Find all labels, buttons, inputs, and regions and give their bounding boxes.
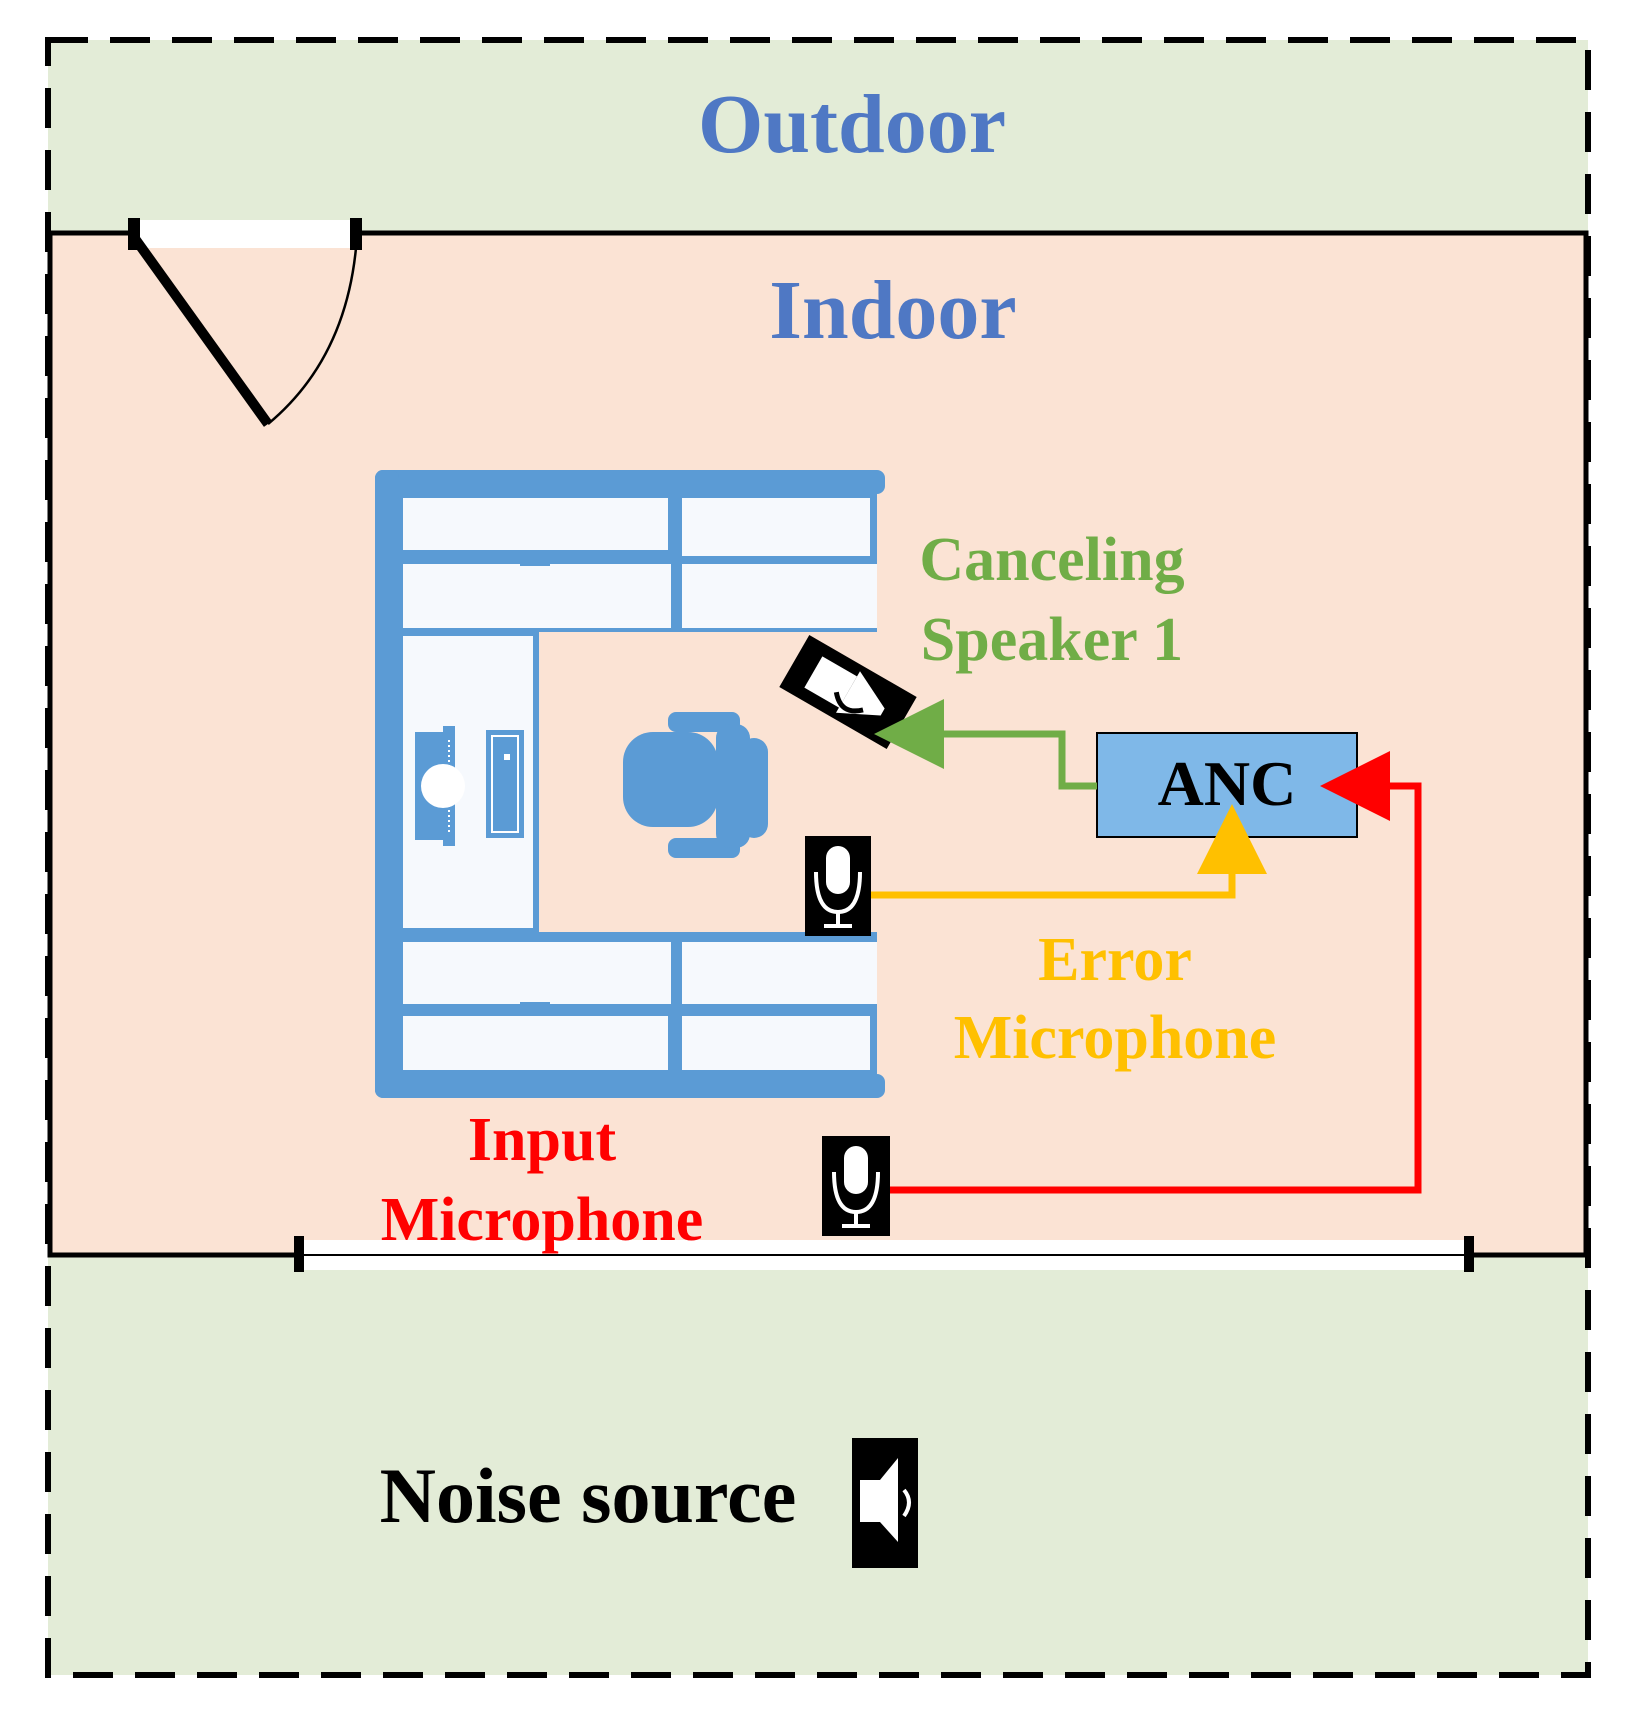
canceling-speaker-label-line2: Speaker 1 (921, 606, 1183, 674)
error-microphone-label-line2: Microphone (954, 1004, 1277, 1072)
speaker-icon (852, 1438, 918, 1568)
outdoor-label: Outdoor (698, 78, 1006, 171)
input-signal-path (890, 751, 1422, 1194)
microphone-icon (822, 1136, 890, 1236)
anc-label: ANC (1158, 748, 1297, 819)
door-icon (128, 218, 362, 427)
chair-icon (623, 712, 768, 858)
speaker-signal-path (874, 699, 1097, 790)
input-microphone-label-line2: Microphone (381, 1186, 704, 1254)
noise-source-label: Noise source (380, 1452, 797, 1539)
indoor-label: Indoor (769, 264, 1016, 357)
error-signal-path (871, 804, 1267, 899)
input-microphone-label-line1: Input (468, 1106, 617, 1174)
microphone-icon (805, 836, 871, 936)
computer-icon (415, 726, 524, 846)
window-icon (294, 1236, 1474, 1272)
error-microphone-label-line1: Error (1038, 926, 1192, 994)
canceling-speaker-label-line1: Canceling (919, 526, 1184, 594)
